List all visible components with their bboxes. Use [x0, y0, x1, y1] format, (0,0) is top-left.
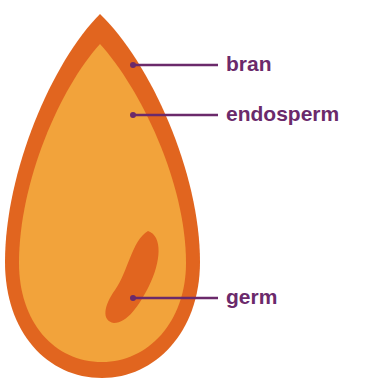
part-label: endosperm [226, 102, 339, 125]
germ-region [105, 231, 158, 323]
bran-layer [5, 14, 200, 378]
endosperm-region [19, 44, 186, 362]
part-label: bran [226, 52, 272, 75]
leader-dot [130, 62, 136, 68]
leader-dot [130, 295, 136, 301]
part-label: germ [226, 285, 277, 308]
leader-line [133, 297, 218, 300]
leader-dot [130, 112, 136, 118]
leader-line [133, 114, 218, 117]
leader-line [133, 64, 218, 67]
